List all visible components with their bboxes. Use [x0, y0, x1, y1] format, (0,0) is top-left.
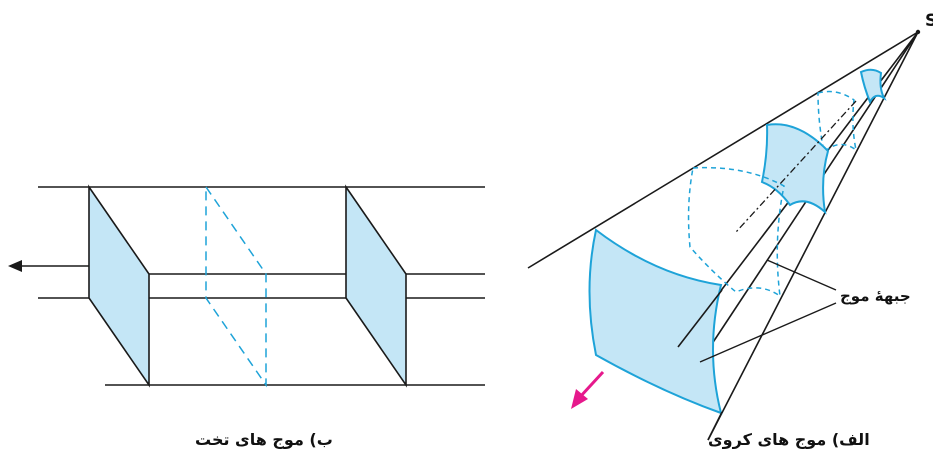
- plane-wavefront-dashed: [205, 184, 267, 388]
- spherical-wavefront-dashed-2: [687, 166, 785, 298]
- ray-1: [527, 31, 919, 269]
- plane-wavefront-left: [88, 184, 150, 388]
- direction-arrow-shaft: [578, 370, 605, 399]
- spherical-wavefront-large: [588, 228, 723, 415]
- plane-waves-panel: [8, 184, 485, 388]
- propagation-arrow-head: [8, 260, 22, 272]
- wavefront-label: جبههٔ موج: [840, 287, 911, 305]
- ray-2-front: [677, 289, 723, 348]
- ray-4: [707, 31, 919, 441]
- ray-4-front: [707, 411, 723, 441]
- spherical-wavefront-small: [859, 68, 887, 105]
- spherical-waves-panel: [527, 29, 921, 441]
- source-point: [915, 29, 921, 35]
- wavefront-leader-upper: [766, 259, 837, 291]
- source-label: S: [925, 11, 933, 31]
- caption-spherical-waves: الف) موج های کروی: [708, 430, 870, 449]
- caption-plane-waves: ب) موج های تخت: [195, 430, 333, 449]
- wavefront-leader-lower: [699, 302, 837, 363]
- direction-arrow-head: [571, 389, 588, 409]
- plane-wavefront-right: [345, 184, 407, 388]
